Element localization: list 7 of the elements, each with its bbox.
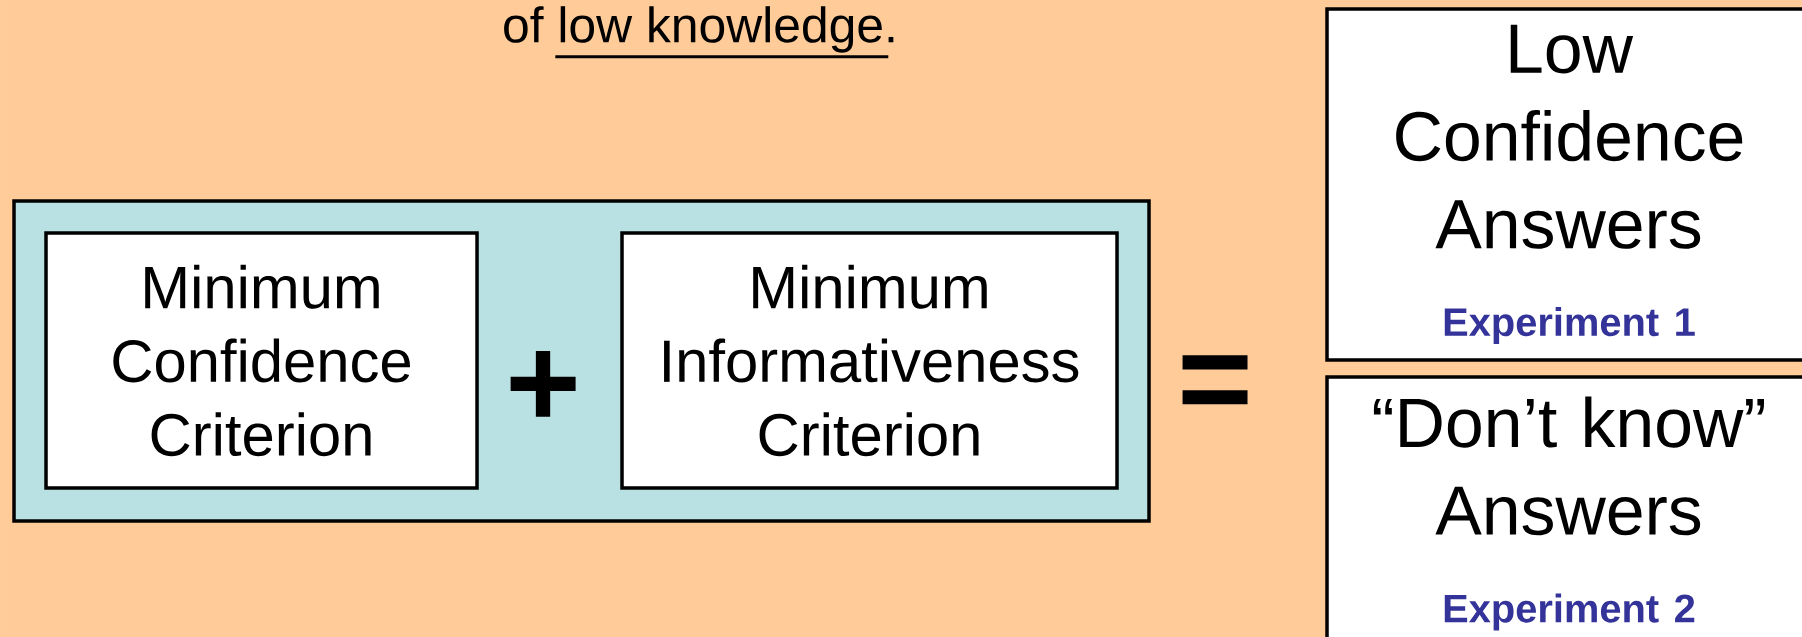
criterion-box: Minimum Informativeness Criterion	[620, 231, 1119, 490]
heading-text: of low knowledge.	[504, 6, 894, 53]
answer-box: Low Confidence Answers Experiment 1	[1325, 7, 1802, 362]
plus-sign: +	[510, 351, 576, 417]
answer-box: “Don’t know” Answers Experiment 2	[1325, 375, 1802, 637]
criterion-box: Minimum Confidence Criterion	[44, 231, 479, 490]
equals-sign: =	[1182, 355, 1248, 405]
